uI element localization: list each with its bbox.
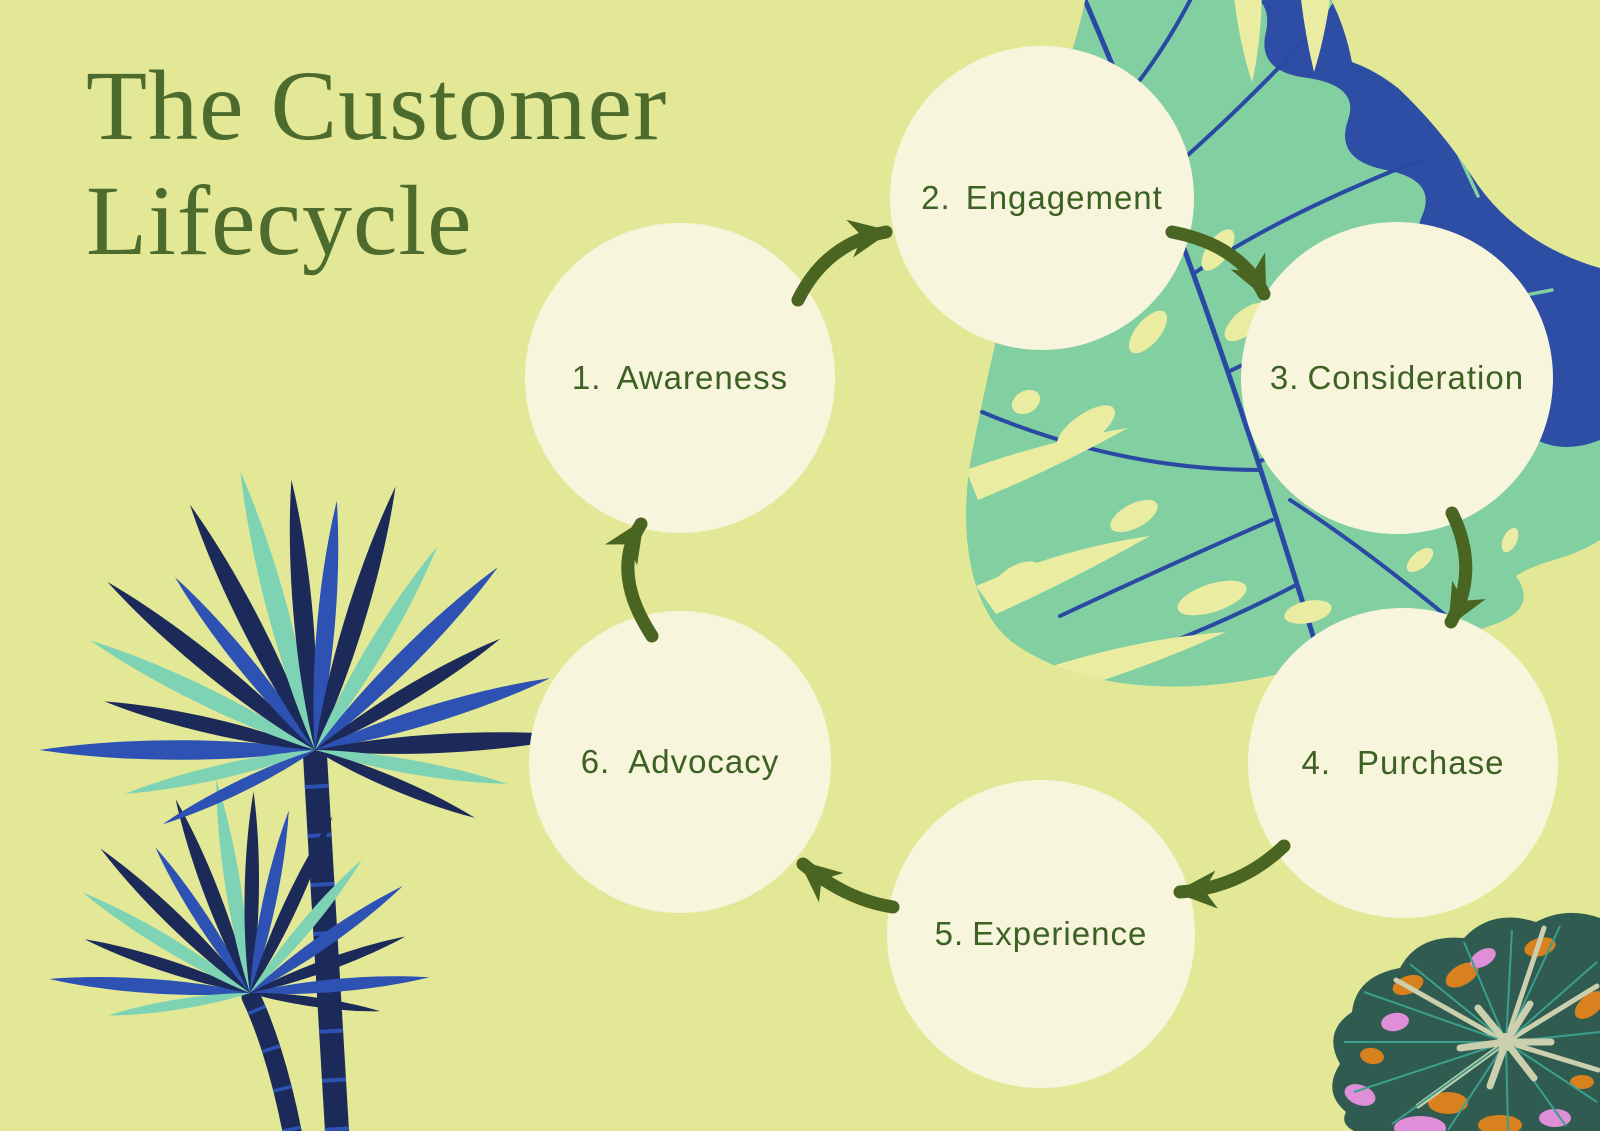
stage-label: Awareness — [616, 359, 789, 396]
monstera-edge-notches — [966, 0, 1330, 687]
stage-label: Purchase — [1357, 744, 1505, 781]
palm-trunk-small — [241, 987, 302, 1131]
corner-leaf-spots — [1344, 937, 1600, 1131]
stage-number: 2. — [921, 179, 951, 216]
stage-number: 1. — [571, 359, 602, 396]
stage-number: 6. — [580, 743, 611, 780]
stage-circle-advocacy: 6. Advocacy — [529, 611, 831, 913]
stage-label: Advocacy — [628, 743, 780, 780]
stage-number: 4. — [1301, 744, 1332, 781]
stage-label: Consideration — [1307, 359, 1525, 396]
stage-number: 3. — [1269, 359, 1300, 396]
corner-leaf-center — [1456, 1000, 1555, 1090]
stage-circle-purchase: 4. Purchase — [1248, 608, 1558, 918]
stage-circle-consideration: 3. Consideration — [1241, 222, 1553, 534]
page-title: The Customer Lifecycle — [86, 50, 668, 276]
corner-leaf-illustration — [1332, 912, 1600, 1131]
palm-plant-illustration — [39, 468, 583, 1131]
palm-trunk-main-rings — [303, 754, 349, 1131]
stage-label: Experience — [972, 915, 1148, 952]
stage-number: 5. — [934, 915, 965, 952]
stage-label: Engagement — [965, 179, 1163, 216]
stage-circle-engagement: 2. Engagement — [890, 46, 1194, 350]
stage-circle-awareness: 1. Awareness — [525, 223, 835, 533]
stage-circle-experience: 5. Experience — [887, 780, 1195, 1088]
palm-crown-lower — [48, 778, 431, 1021]
